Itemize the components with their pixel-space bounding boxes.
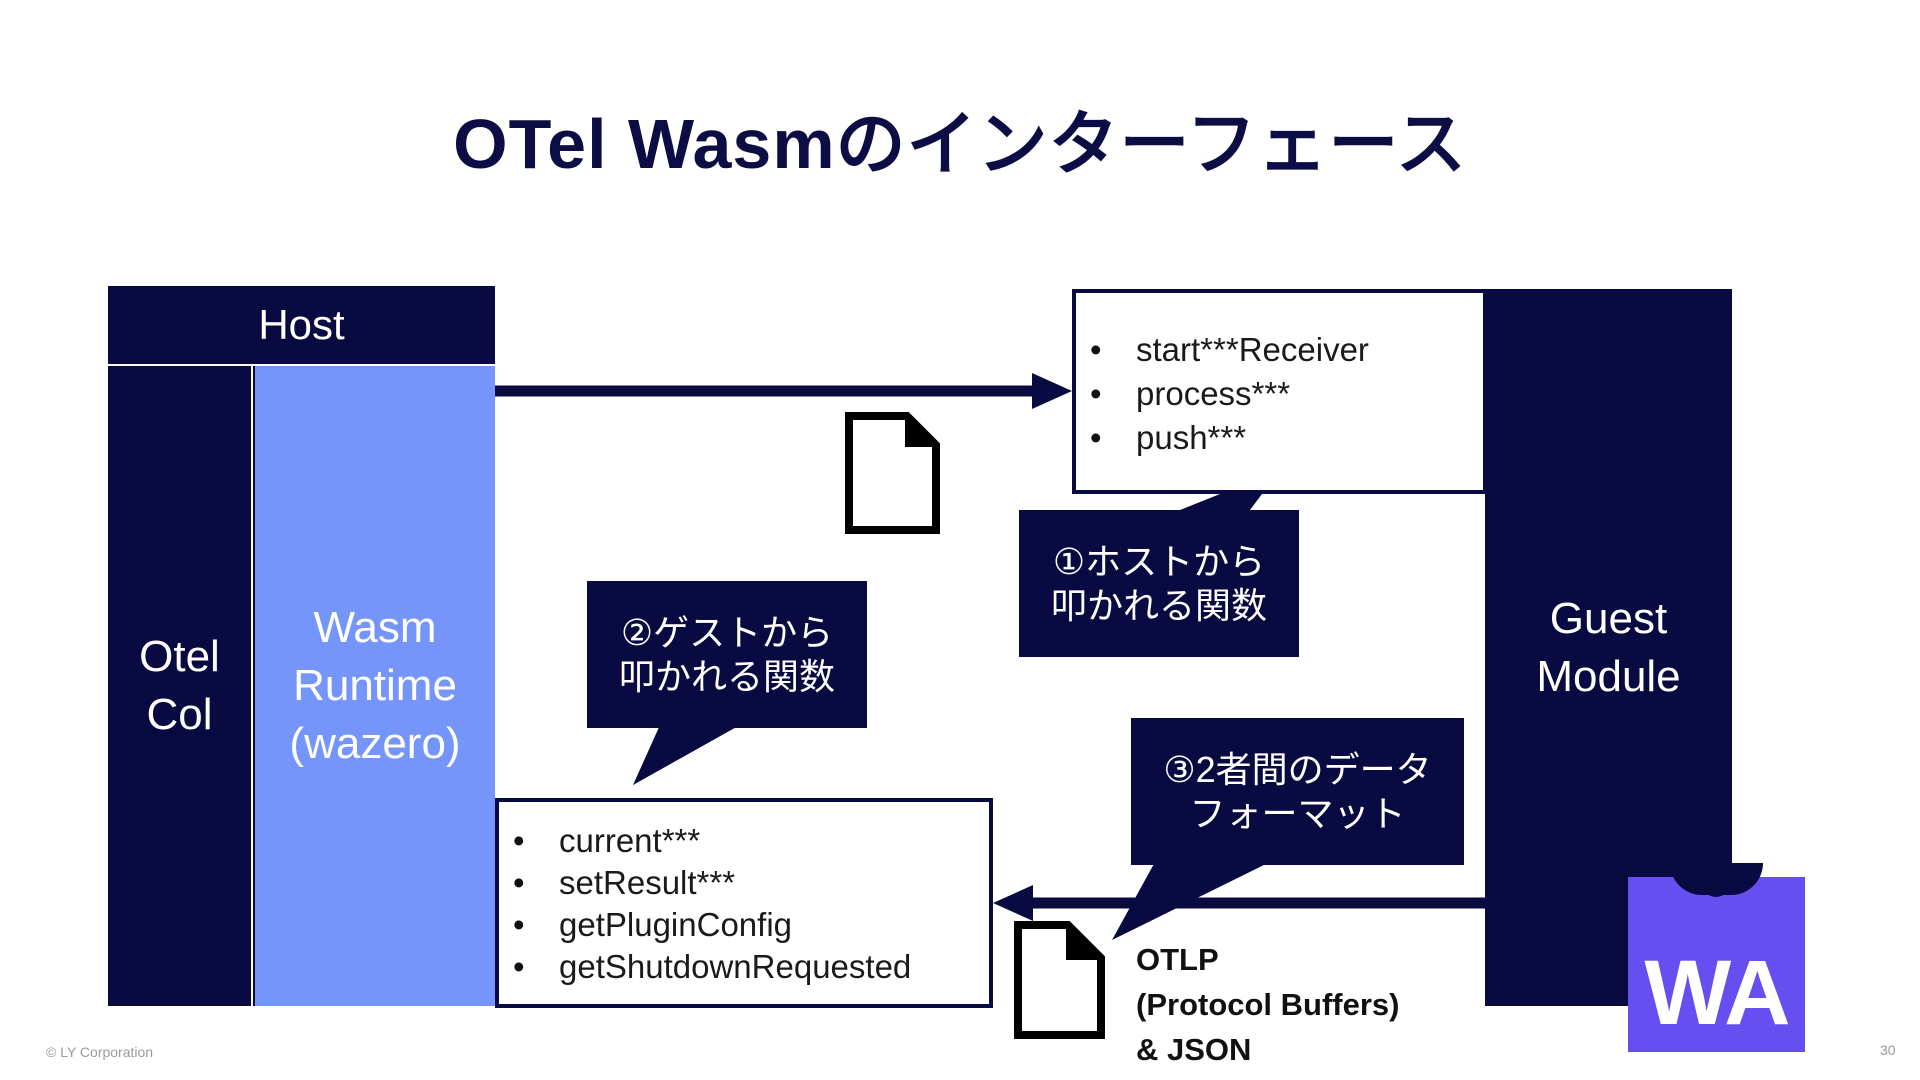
list-item: setResult*** [499,864,989,902]
arrow-left-icon [993,885,1485,921]
host-function-list: current*** setResult*** getPluginConfig … [499,822,989,986]
guest-module-block: Guest Module [1485,289,1732,1006]
wasm-runtime-block: Wasm Runtime (wazero) [253,366,495,1006]
callout-host-called: ①ホストから 叩かれる関数 [1019,510,1299,657]
callout-tail-format [1112,862,1270,940]
callout-tail-guest [633,725,740,785]
document-icon [1014,921,1105,1039]
list-item: start***Receiver [1076,331,1483,369]
guest-function-list: start***Receiver process*** push*** [1076,331,1483,457]
wasm-runtime-label: Wasm Runtime (wazero) [289,603,461,768]
data-format-label: OTLP (Protocol Buffers) & JSON [1136,942,1400,1067]
host-functions-box: current*** setResult*** getPluginConfig … [495,798,993,1008]
callout-data-format: ③2者間のデータ フォーマット [1131,718,1464,865]
copyright: © LY Corporation [46,1044,154,1060]
logo-notch-shape [1670,863,1763,895]
otel-col-label: Otel Col [139,632,220,739]
list-item: process*** [1076,375,1483,413]
wa-logo-text: WA [1644,942,1790,1044]
document-icon [845,412,940,534]
otel-col-block: Otel Col [108,366,251,1006]
webassembly-logo: WA [1628,863,1805,1052]
list-item: getPluginConfig [499,906,989,944]
host-label: Host [258,301,345,348]
guest-functions-box: start***Receiver process*** push*** [1072,289,1487,494]
host-header: Host [108,286,495,364]
callout-data-format-text: ③2者間のデータ フォーマット [1163,748,1432,834]
callout-guest-called: ②ゲストから 叩かれる関数 [587,581,867,728]
list-item: getShutdownRequested [499,948,989,986]
callout-guest-called-text: ②ゲストから 叩かれる関数 [618,611,835,697]
callout-host-called-text: ①ホストから 叩かれる関数 [1050,540,1267,626]
guest-module-label: Guest Module [1536,593,1681,701]
slide-title: OTel Wasmのインターフェース [453,105,1467,183]
list-item: push*** [1076,419,1483,457]
page-number: 30 [1880,1042,1896,1058]
list-item: current*** [499,822,989,860]
arrow-right-icon [495,373,1072,409]
